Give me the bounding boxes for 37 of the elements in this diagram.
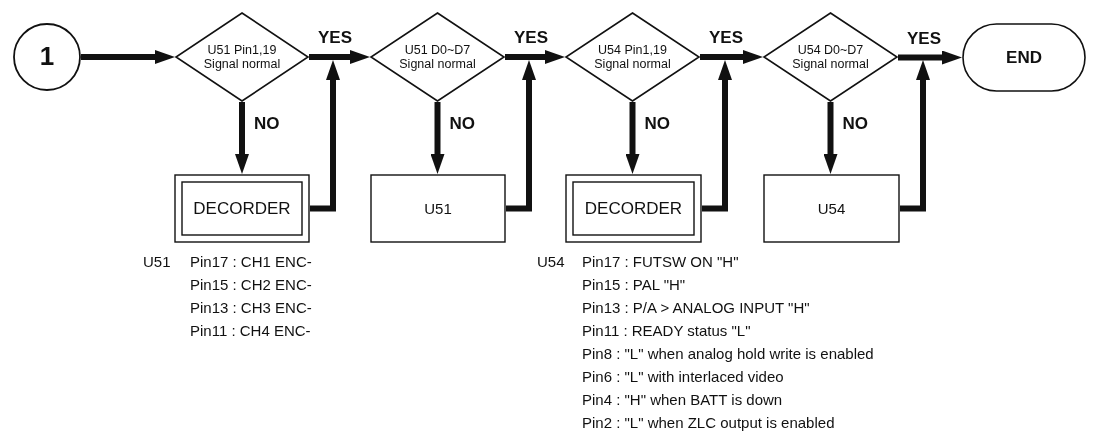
pin-note: Pin11 : CH4 ENC- (190, 322, 311, 340)
process-box: U54 (763, 174, 900, 243)
arrow (702, 60, 732, 212)
pin-note: Pin13 : P/A > ANALOG INPUT "H" (582, 299, 810, 317)
arrow (506, 60, 536, 212)
arrow (81, 50, 175, 64)
pin-note: Pin13 : CH3 ENC- (190, 299, 312, 317)
arrow (310, 60, 340, 212)
decision-diamond: U51 D0~D7 Signal normal (370, 12, 505, 102)
process-box: DECORDER (174, 174, 310, 243)
decision-diamond: U54 D0~D7 Signal normal (763, 12, 898, 102)
terminal-box: END (962, 23, 1086, 92)
process-box: DECORDER (565, 174, 702, 243)
arrow (900, 60, 930, 212)
decision-diamond: U54 Pin1,19 Signal normal (565, 12, 700, 102)
pin-note: Pin17 : FUTSW ON "H" (582, 253, 739, 271)
pin-note: Pin2 : "L" when ZLC output is enabled (582, 414, 835, 432)
arrow (700, 50, 763, 64)
arrow (505, 50, 565, 64)
arrow (430, 102, 445, 174)
pin-note: Pin15 : PAL "H" (582, 276, 686, 294)
connector-circle: 1 (13, 23, 81, 91)
pin-note: Pin15 : CH2 ENC- (190, 276, 312, 294)
pin-note: Pin8 : "L" when analog hold write is enabled (582, 345, 874, 363)
pin-note: Pin6 : "L" with interlaced video (582, 368, 784, 386)
pin-note: Pin11 : READY status "L" (582, 322, 751, 340)
arrow (309, 50, 370, 64)
arrow (823, 102, 838, 174)
chip-label: U51 (143, 253, 171, 271)
decision-diamond: U51 Pin1,19 Signal normal (175, 12, 309, 102)
process-box: U51 (370, 174, 506, 243)
arrow (625, 102, 640, 174)
arrow (898, 50, 962, 65)
chip-label: U54 (537, 253, 565, 271)
pin-note: Pin4 : "H" when BATT is down (582, 391, 783, 409)
pin-note: Pin17 : CH1 ENC- (190, 253, 312, 271)
arrow (235, 102, 249, 174)
